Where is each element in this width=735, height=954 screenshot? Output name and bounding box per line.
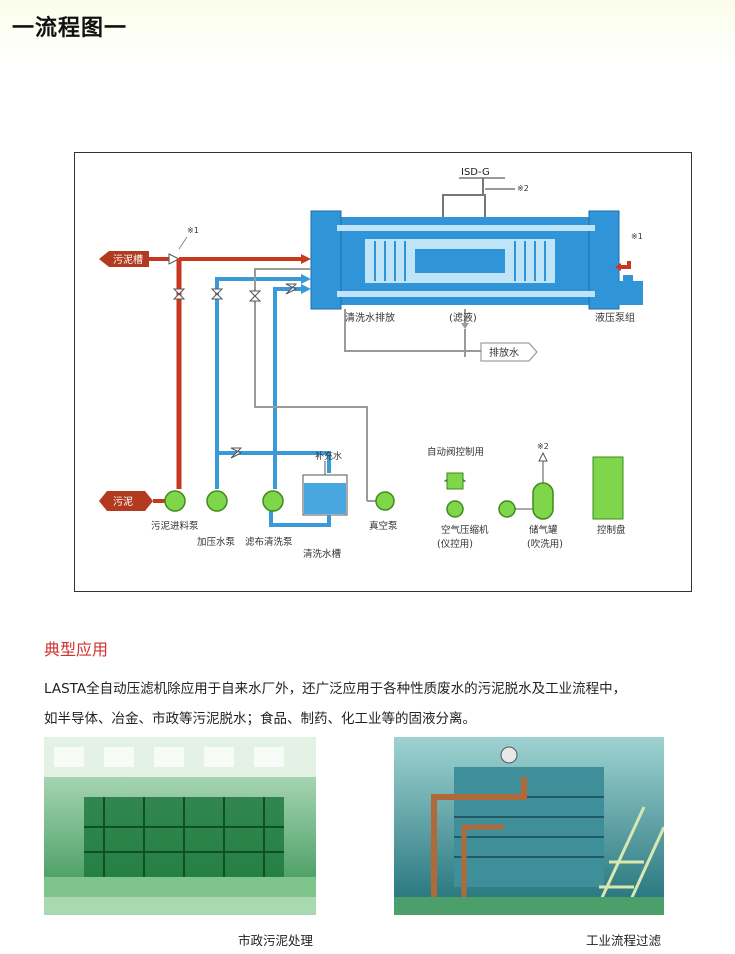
isd-label: ISD-G [461, 167, 490, 178]
control-panel [592, 456, 624, 520]
press-bottom-rail [337, 291, 595, 297]
hydraulic-pump-unit [617, 281, 643, 305]
valve-bypass [230, 447, 243, 459]
hydraulic-unit-label: 液压泵组 [595, 311, 635, 324]
feed-pump-label: 污泥进料泵 [151, 520, 199, 532]
sludge-inlet-tag [99, 491, 153, 511]
press-top-rail [337, 225, 595, 231]
caption-municipal: 市政污泥处理 [238, 933, 314, 948]
air-tank-sub: (吹洗用) [527, 538, 563, 550]
right-feed-arrow [615, 263, 621, 271]
isd-pipe-left [442, 178, 484, 219]
air-compressor [446, 500, 464, 518]
cloth-wash-arrow [301, 284, 311, 294]
isd-pipe-right [483, 194, 486, 219]
photo-municipal-sludge [44, 737, 316, 915]
note1-right: ※1 [631, 232, 643, 241]
tank-outlet-pipe [269, 509, 331, 527]
header-band [0, 0, 735, 62]
air-comp-sub: (仪控用) [437, 538, 473, 550]
press-core [415, 249, 505, 273]
sludge-inlet-label: 污泥 [113, 495, 133, 508]
hydraulic-pump-top [623, 275, 633, 281]
filtrate-arrow [461, 323, 469, 329]
note2-top: ※2 [517, 184, 529, 193]
valve-return [168, 253, 181, 265]
press-water-pipe [215, 277, 301, 489]
press-water-arrow [301, 274, 311, 284]
control-panel-label: 控制盘 [597, 524, 626, 536]
wash-tank-label: 清洗水槽 [303, 548, 342, 560]
note1-left-line [178, 236, 188, 250]
right-feed-pipe [621, 261, 631, 269]
press-plates [374, 241, 546, 281]
drain-tag [480, 342, 538, 362]
vacuum-pump-label: 真空泵 [369, 520, 398, 532]
valve-press [210, 288, 224, 300]
filtrate-label: (滤液) [449, 311, 477, 324]
sludge-main-arrow [301, 254, 311, 264]
flow-diagram-svg: ISD-G ※2 ※1 污泥槽 ※1 [99, 167, 643, 560]
vacuum-line [254, 268, 368, 501]
valve-feed [172, 288, 186, 300]
air-tank-arrow [538, 451, 548, 462]
note1-left: ※1 [187, 226, 199, 235]
refill-label: 补充水 [315, 450, 342, 462]
sludge-tank-tag [99, 251, 149, 267]
cloth-pump-label: 滤布清洗泵 [245, 536, 293, 548]
photo-industrial-filtration [394, 737, 664, 915]
cloth-wash-pipe [273, 287, 301, 489]
air-comp-label: 空气压缩机 [441, 524, 489, 536]
press-return-pipe [217, 451, 331, 473]
press-head-left [310, 210, 342, 310]
clean-discharge-label: 清洗水排放 [345, 311, 395, 324]
cloth-wash-pump [262, 490, 284, 512]
industrial-photo-art [394, 737, 664, 915]
note2-mid: ※2 [537, 442, 549, 451]
drain-line [464, 329, 481, 352]
sludge-tank-label: 污泥槽 [113, 253, 143, 266]
auto-valve-label: 自动阀控制用 [427, 446, 484, 458]
municipal-photo-art [44, 737, 316, 915]
air-tank-label: 储气罐 [529, 524, 558, 536]
air-storage-tank [532, 482, 554, 520]
typical-application-heading: 典型应用 [44, 640, 109, 659]
auto-valve-box [446, 472, 464, 490]
application-description: LASTA全自动压滤机除应用于自来水厂外，还广泛应用于各种性质废水的污泥脱水及工… [44, 674, 704, 734]
valve-cloth [285, 283, 298, 295]
clean-discharge-line [344, 309, 466, 357]
process-flow-diagram: ISD-G ※2 ※1 污泥槽 ※1 [74, 152, 692, 592]
caption-industrial: 工业流程过滤 [586, 933, 662, 948]
wash-tank-water [304, 483, 346, 514]
blow-compressor [498, 500, 516, 518]
valve-vacuum [248, 290, 262, 302]
sludge-feed-pump [164, 490, 186, 512]
description-line-2: 如半导体、冶金、市政等污泥脱水；食品、制药、化工业等的固液分离。 [44, 711, 476, 727]
section-title: 一流程图一 [12, 16, 128, 41]
press-pump-label: 加压水泵 [197, 536, 236, 548]
description-line-1: LASTA全自动压滤机除应用于自来水厂外，还广泛应用于各种性质废水的污泥脱水及工… [44, 681, 627, 697]
vacuum-pump [375, 491, 395, 511]
drain-label: 排放水 [489, 346, 519, 359]
press-water-pump [206, 490, 228, 512]
